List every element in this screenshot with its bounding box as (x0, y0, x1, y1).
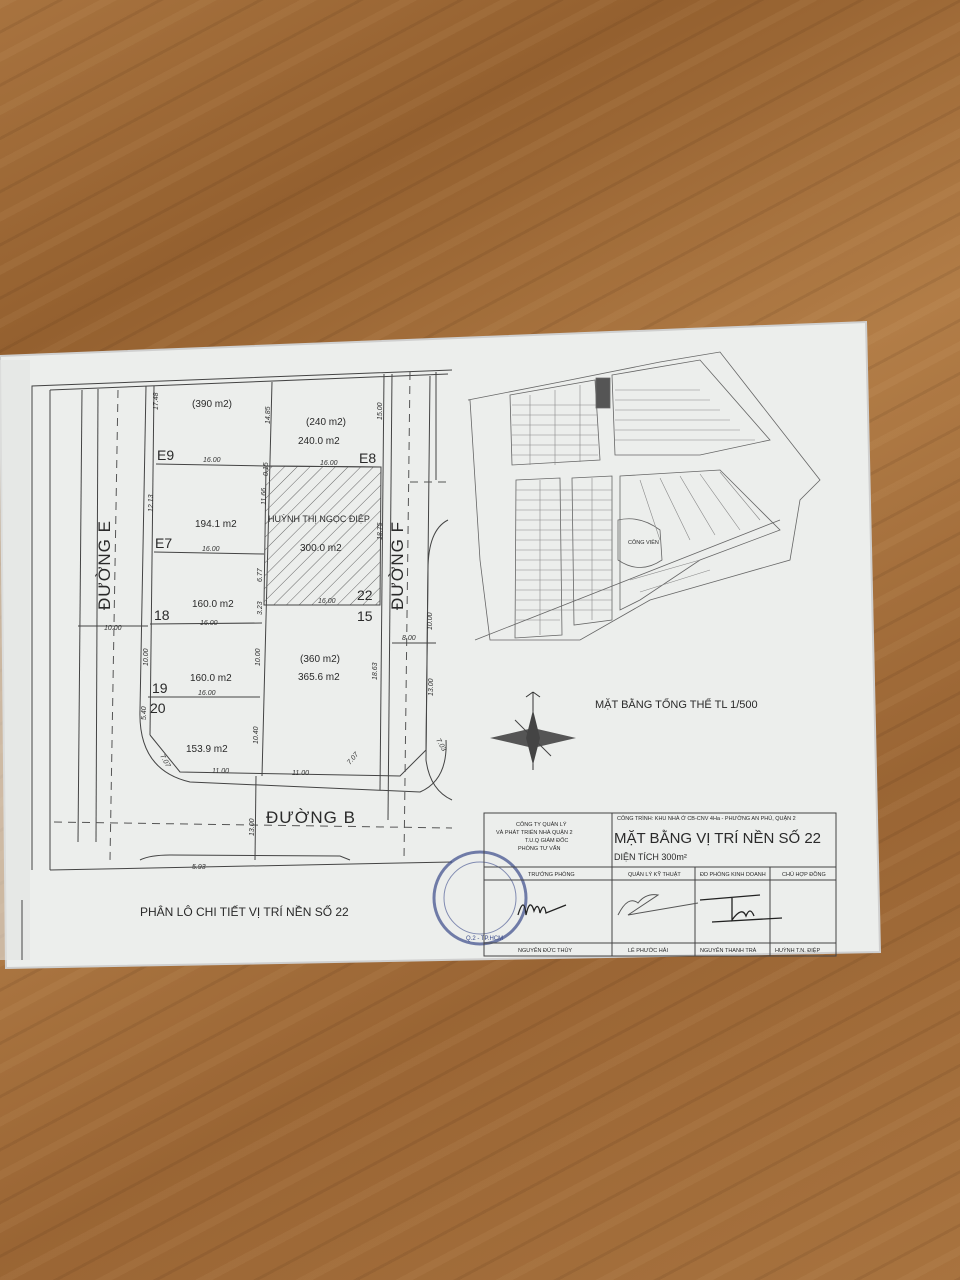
plan-text: NGUYỄN THANH TRÀ (700, 947, 757, 954)
signature-1 (517, 904, 567, 916)
lot-id-e7: E7 (155, 535, 172, 551)
lot-e7-area: 194.1 m2 (195, 519, 237, 530)
lot-id-e9: E9 (157, 447, 174, 463)
plan-text: 15.00 (377, 402, 384, 420)
lot-e8-area: 240.0 m2 (298, 436, 340, 447)
plan-text: T.U.Q GIÁM ĐỐC (525, 837, 568, 844)
plan-text: 3.23 (257, 601, 264, 615)
lot-20-area: 153.9 m2 (186, 744, 228, 755)
plan-text: 10.00 (255, 648, 262, 666)
plan-text: 10.00 (143, 648, 150, 666)
plan-text: 16.00 (198, 690, 216, 697)
plan-text: 16.00 (320, 460, 338, 467)
north-arrow-icon (490, 691, 576, 770)
plan-text: 0.15 (263, 462, 270, 476)
plan-text: 6.77 (257, 567, 264, 582)
plan-text: 5.93 (192, 864, 206, 871)
lot-18-area: 160.0 m2 (192, 599, 234, 610)
project-name: CÔNG TRÌNH: KHU NHÀ Ở CB-CNV 4Ha - PHƯỜN… (617, 815, 796, 822)
plan-text: 12.13 (148, 494, 155, 512)
plan-text: 10.00 (104, 625, 122, 632)
plan-text: Q.2 - TP.HCM (466, 936, 503, 942)
plan-text: PHÒNG TƯ VẤN (518, 845, 561, 852)
lot-id-18: 18 (154, 607, 170, 623)
dimension-labels: 17.48 14.85 15.00 16.00 16.00 0.15 11.66… (104, 392, 447, 871)
lot-e9-legal-area: (390 m2) (192, 399, 232, 410)
plan-text: ĐD PHÒNG KINH DOANH (700, 871, 766, 878)
plan-text: 10.40 (253, 726, 260, 744)
plan-text: 16.00 (200, 620, 218, 627)
plan-text: 13.00 (249, 818, 256, 836)
signature-2 (617, 894, 699, 916)
lot-15-area: 365.6 m2 (298, 672, 340, 683)
plan-text: 13.00 (428, 678, 435, 696)
plan-text: 5.40 (141, 706, 148, 720)
signature-3 (699, 894, 783, 923)
plan-text: TRƯỞNG PHÒNG (528, 871, 575, 878)
plan-text: QUẢN LÝ KỸ THUẬT (628, 871, 681, 878)
lot-detail-plan: ĐƯỜNG E ĐƯỜNG F ĐƯỜNG B E9 E8 E7 22 18 1… (21, 369, 453, 960)
plan-text: CHỦ HỢP ĐỒNG (782, 871, 826, 878)
plan-text: HUỲNH T.N. ĐIỆP (775, 946, 820, 954)
plan-text: LÊ PHƯỚC HẢI (628, 946, 668, 954)
road-f-label: ĐƯỜNG F (388, 521, 407, 610)
lot-e8-legal-area: (240 m2) (306, 417, 346, 428)
highlighted-lot-22 (263, 465, 382, 606)
document-heading: MẶT BẰNG VỊ TRÍ NỀN SỐ 22 (614, 829, 821, 847)
plan-text: 11.66 (261, 488, 268, 505)
plan-text: 11.00 (292, 770, 309, 777)
road-b-label: ĐƯỜNG B (266, 808, 356, 827)
plan-text: VÀ PHÁT TRIỂN NHÀ QUẬN 2 (496, 829, 573, 836)
plan-caption: PHÂN LÔ CHI TIẾT VỊ TRÍ NỀN SỐ 22 (140, 904, 349, 919)
plan-text: 17.48 (153, 392, 160, 410)
lot-id-e8: E8 (359, 450, 376, 466)
area-label: DIỆN TÍCH 300m² (614, 852, 687, 862)
lot-id-15: 15 (357, 608, 373, 624)
plan-text: NGUYỄN ĐỨC THỦY (518, 947, 572, 954)
lot-15-legal-area: (360 m2) (300, 654, 340, 665)
lot-id-22: 22 (357, 587, 373, 603)
plan-text: 18.75 (377, 522, 384, 540)
official-stamp: Q.2 - TP.HCM (432, 850, 528, 946)
plan-text: 10.00 (427, 612, 434, 630)
plan-text: 14.85 (265, 406, 272, 424)
lot-22-area: 300.0 m2 (300, 543, 342, 554)
lot-id-20: 20 (150, 700, 166, 716)
plan-text: 16.00 (203, 457, 221, 464)
plan-text: 16.00 (202, 546, 220, 553)
paper-sheet (0, 322, 880, 968)
plan-text: 11.00 (212, 768, 229, 775)
lot-id-19: 19 (152, 680, 168, 696)
lot-19-area: 160.0 m2 (190, 673, 232, 684)
plan-text: 8.00 (402, 635, 416, 642)
overview-site-plan (467, 351, 821, 641)
road-e-label: ĐƯỜNG E (95, 520, 114, 610)
lot-22-owner: HUỲNH THỊ NGỌC ĐIỆP (268, 514, 370, 524)
plan-text: 16.00 (318, 598, 336, 605)
overview-park-label: CÔNG VIÊN (628, 538, 659, 546)
title-block: CÔNG TY QUẢN LÝ VÀ PHÁT TRIỂN NHÀ QUẬN 2… (483, 812, 837, 957)
plan-text: CÔNG TY QUẢN LÝ (516, 821, 567, 828)
overview-title: MẶT BẰNG TỔNG THỂ TL 1/500 (595, 698, 758, 711)
plan-text: 18.63 (372, 662, 379, 680)
